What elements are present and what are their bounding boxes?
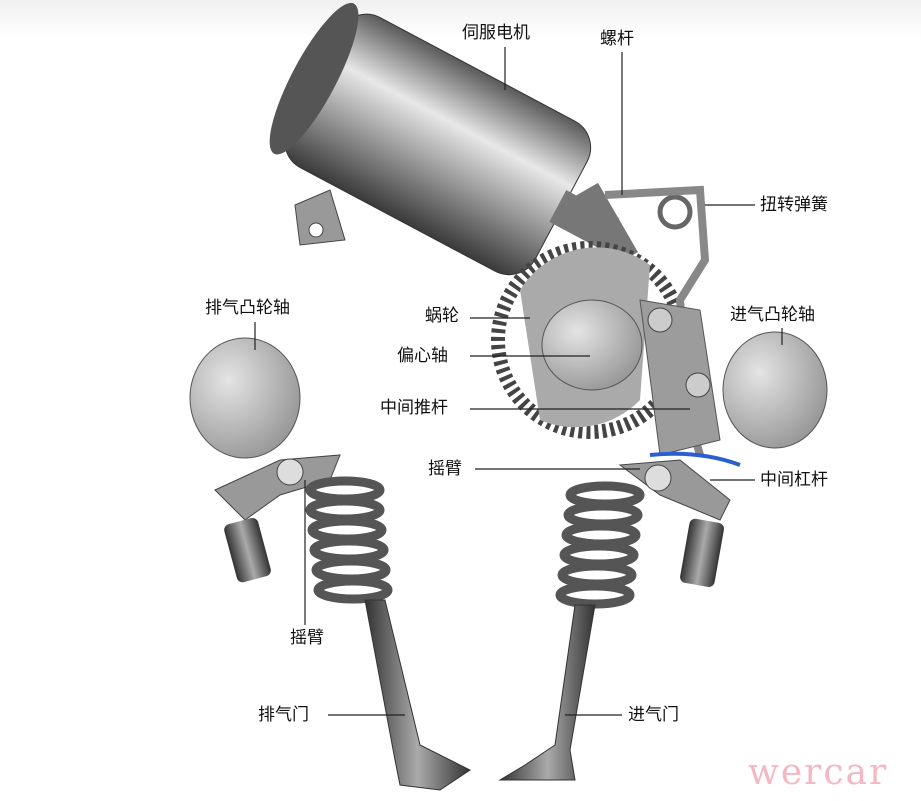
label-rocker-arm-left: 摇臂 bbox=[290, 628, 324, 648]
label-exhaust-valve: 排气门 bbox=[258, 705, 309, 725]
label-worm-gear: 蜗轮 bbox=[425, 306, 459, 326]
background-fade bbox=[0, 0, 921, 40]
exhaust-valve-spring bbox=[305, 476, 393, 604]
label-exhaust-camshaft: 排气凸轮轴 bbox=[205, 298, 290, 318]
worm-gear bbox=[491, 241, 689, 439]
label-eccentric-shaft: 偏心轴 bbox=[397, 346, 448, 366]
label-rocker-arm-right: 摇臂 bbox=[428, 459, 462, 479]
label-intake-camshaft: 进气凸轮轴 bbox=[730, 305, 815, 325]
label-servo-motor: 伺服电机 bbox=[462, 23, 530, 43]
label-torsion-spring: 扭转弹簧 bbox=[760, 195, 828, 215]
watermark: wercar bbox=[748, 752, 889, 793]
exhaust-valve bbox=[364, 599, 471, 791]
label-intermediate-pushrod: 中间推杆 bbox=[380, 398, 448, 418]
worm-screw bbox=[572, 182, 638, 268]
exhaust-cam bbox=[189, 337, 301, 459]
label-intermediate-lever: 中间杠杆 bbox=[760, 470, 828, 490]
label-intake-valve: 进气门 bbox=[628, 705, 679, 725]
servo-motor bbox=[269, 2, 620, 276]
intake-valve bbox=[498, 604, 596, 781]
intake-valve-spring bbox=[555, 481, 645, 609]
label-worm: 螺杆 bbox=[600, 29, 634, 49]
leader-lines bbox=[254, 47, 783, 716]
intake-cam bbox=[722, 331, 828, 449]
